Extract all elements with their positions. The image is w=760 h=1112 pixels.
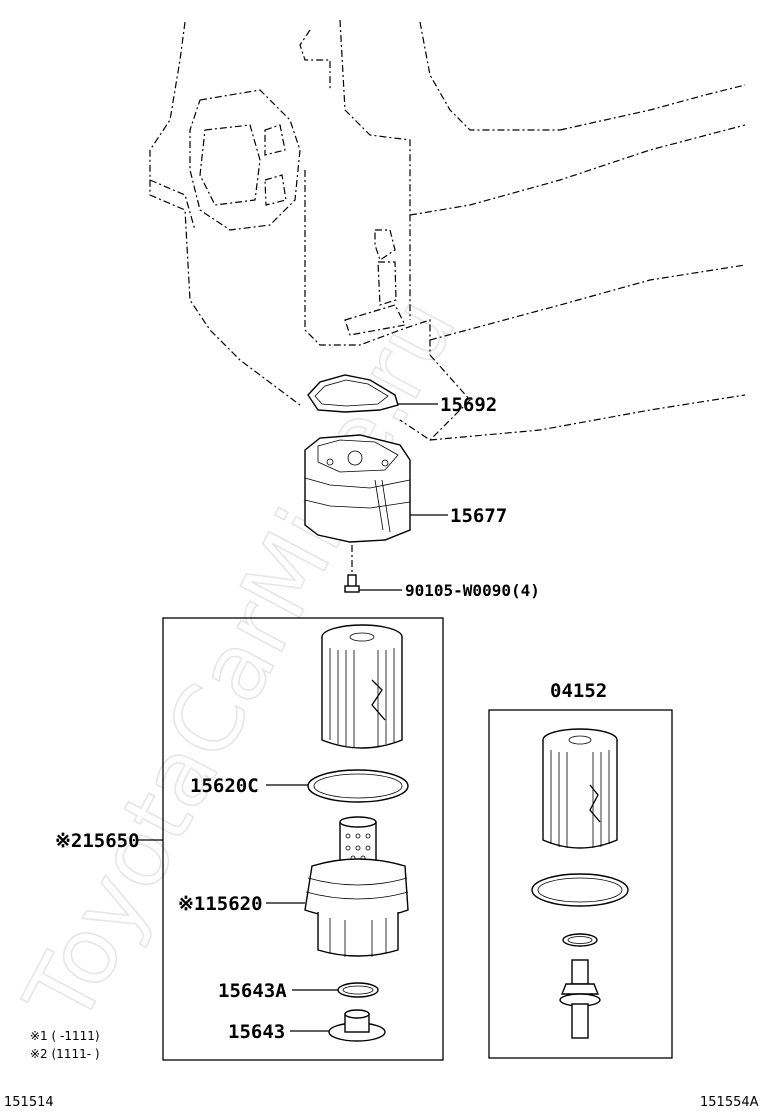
footer-left-code: 151514: [4, 1095, 54, 1110]
plug-15643: [328, 1009, 386, 1042]
drain-plug-right: [559, 959, 601, 1039]
callout-15692: 15692: [440, 394, 497, 416]
callout-04152: 04152: [550, 680, 607, 702]
housing-15677: [304, 434, 448, 543]
filter-element-left: [321, 624, 403, 749]
gasket-15692: [307, 374, 438, 413]
ring-small-right: [562, 933, 598, 947]
assembly-box-15650: [162, 617, 444, 1061]
footer-right-code: 151554A: [700, 1095, 759, 1110]
filter-element-right: [542, 728, 618, 849]
oring-15620C: [307, 769, 409, 803]
note-2: ※2 (1111- ): [30, 1047, 100, 1061]
callout-15620: ※115620: [178, 893, 263, 915]
oring-right: [531, 873, 629, 907]
note-1: ※1 ( -1111): [30, 1029, 100, 1043]
callout-15643A: 15643A: [218, 980, 287, 1002]
callout-15677: 15677: [450, 505, 507, 527]
ring-15643A: [337, 982, 379, 998]
bolt-90105: [344, 574, 402, 593]
watermark-text: ToyotaCarMine.ru: [4, 280, 476, 1041]
engine-block-outline: [149, 19, 746, 441]
cap-15620: [304, 816, 409, 957]
callout-15620C: 15620C: [190, 775, 259, 797]
callout-15643: 15643: [228, 1021, 285, 1043]
callout-15650: ※215650: [55, 830, 140, 852]
callout-90105: 90105-W0090(4): [405, 581, 540, 600]
kit-box-04152: [488, 709, 673, 1059]
